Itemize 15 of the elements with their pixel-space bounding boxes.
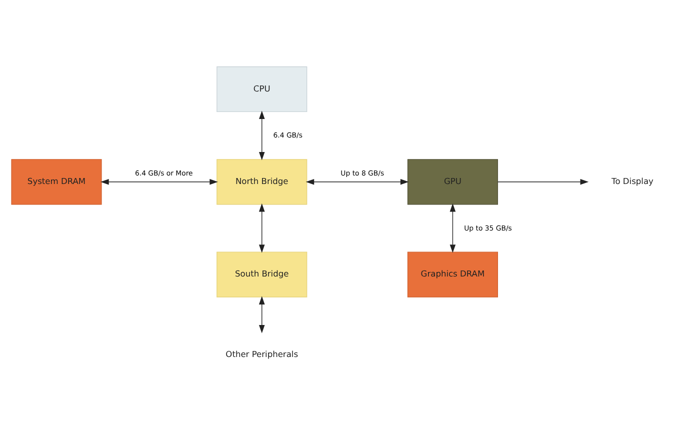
arrow — [258, 110, 265, 160]
node-box: GPU — [407, 158, 498, 204]
node-box: South Bridge — [216, 251, 308, 297]
arrow — [450, 202, 456, 252]
node-box: Graphics DRAM — [407, 251, 498, 297]
arrow — [258, 296, 265, 333]
node-box: CPU — [216, 66, 308, 112]
node-box: North Bridge — [216, 158, 308, 204]
node-box: System DRAM — [11, 158, 102, 204]
arrow — [497, 178, 589, 184]
node-text: Other Peripherals — [226, 348, 298, 358]
arrow — [100, 178, 218, 184]
arrow — [258, 202, 265, 252]
node-text: To Display — [612, 176, 654, 186]
arrow — [306, 178, 409, 184]
